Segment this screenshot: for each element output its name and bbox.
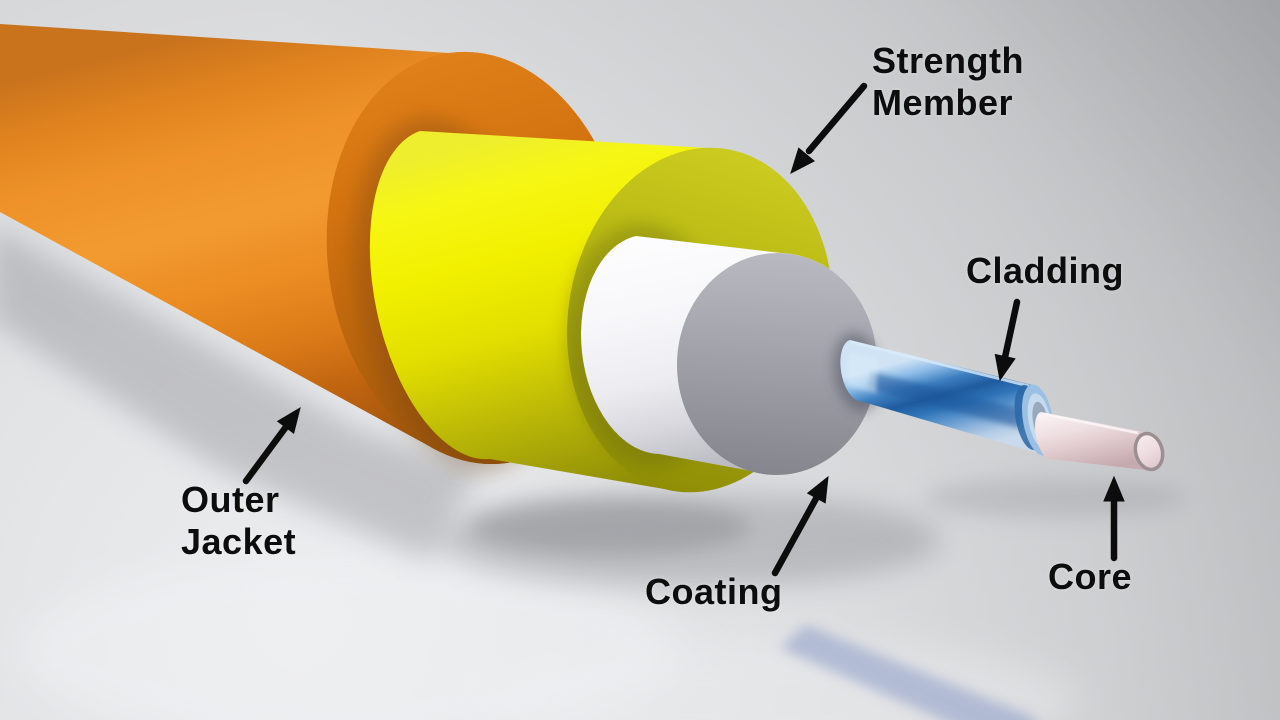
label-outer-jacket-line1: Outer: [181, 479, 280, 520]
label-cladding: Cladding: [966, 250, 1124, 291]
core-body: [1035, 412, 1165, 471]
label-core: Core: [1048, 556, 1133, 597]
cladding-end-highlight: [847, 352, 879, 393]
label-strength-member: Strength Member: [872, 40, 1024, 124]
cladding-inner-fiber: [868, 372, 1024, 428]
strength-member-arrow: [790, 82, 868, 174]
coating-layer: [581, 236, 878, 476]
label-strength-member-line2: Member: [872, 82, 1014, 123]
coating-arrow: [771, 475, 829, 577]
core-top-streak: [1042, 412, 1139, 435]
label-coating: Coating: [645, 571, 783, 612]
cladding-arrow: [994, 298, 1021, 382]
label-outer-jacket-line2: Jacket: [181, 521, 297, 562]
label-strength-member-line1: Strength: [872, 40, 1024, 81]
blue-reflection-streak: [780, 625, 1034, 720]
outer-jacket-arrow: [242, 406, 301, 485]
jacket-floor-shadow: [0, 230, 480, 560]
annotation-arrows: [242, 82, 1125, 577]
coating-face: [676, 253, 878, 475]
label-outer-jacket: Outer Jacket: [181, 479, 296, 563]
floor-shadows: [0, 230, 1185, 720]
core-layer: [1035, 412, 1165, 472]
core-arrow: [1103, 475, 1125, 562]
core-face: [1137, 435, 1161, 468]
fiber-floor-shadow: [925, 478, 1185, 518]
